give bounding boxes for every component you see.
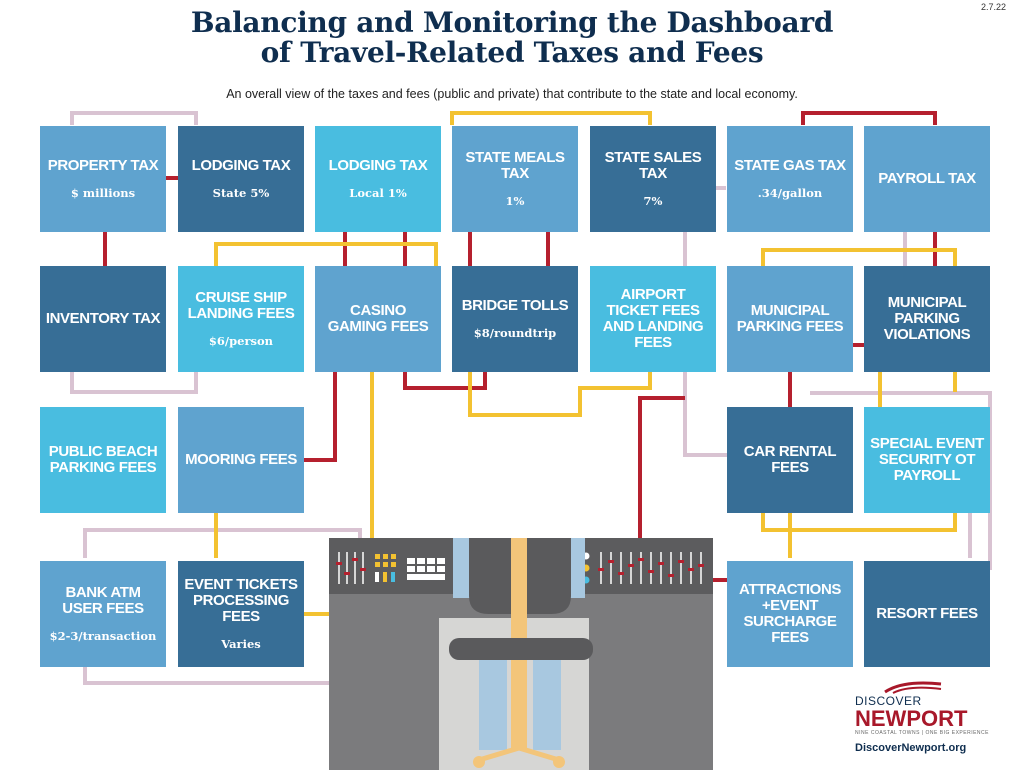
box-label: Mooring Fees [185, 451, 297, 468]
box-label: Payroll Tax [878, 170, 976, 187]
box-lodging-tax-local: Lodging Tax Local 1% [315, 126, 441, 232]
box-label: Property Tax [47, 157, 159, 174]
box-label: Inventory Tax [45, 310, 161, 327]
box-label: Resort Fees [876, 605, 978, 622]
box-value: .34/gallon [757, 186, 823, 200]
box-value: Local 1% [349, 186, 407, 200]
box-label: Municipal Parking Fees [736, 302, 844, 335]
slider-knobs-left [336, 558, 366, 575]
box-value: $8/roundtrip [473, 326, 557, 340]
box-label: Car Rental Fees [743, 443, 837, 476]
box-bank-atm-user-fees: Bank ATM User Fees $2-3/transaction [40, 561, 166, 667]
box-value: 1% [505, 194, 525, 208]
box-casino-gaming-fees: Casino Gaming Fees [315, 266, 441, 372]
box-inventory-tax: Inventory Tax [40, 266, 166, 372]
logo-newport: NEWPORT [855, 706, 968, 731]
chair-seat [449, 638, 593, 660]
indicator-lights [375, 554, 396, 582]
box-municipal-parking-fees: Municipal Parking Fees [727, 266, 853, 372]
box-airport-fees: Airport Ticket Fees and Landing Fees [590, 266, 716, 372]
box-public-beach-parking-fees: Public Beach Parking Fees [40, 407, 166, 513]
box-value: $6/person [208, 334, 274, 348]
operator-leg-right [533, 660, 561, 750]
box-value: $ millions [70, 186, 136, 200]
box-value: State 5% [212, 186, 270, 200]
flag-swoosh-icon [884, 681, 942, 694]
page-title: Balancing and Monitoring the Dashboard o… [0, 8, 1024, 68]
box-special-event-security: Special Event Security OT Payroll [864, 407, 990, 513]
box-label: Public Beach Parking Fees [48, 443, 158, 476]
logo-discover: DISCOVER [855, 694, 922, 708]
box-state-gas-tax: State Gas Tax .34/gallon [727, 126, 853, 232]
box-value: Varies [221, 637, 261, 651]
box-payroll-tax: Payroll Tax [864, 126, 990, 232]
operator-leg-left [479, 660, 507, 750]
box-value: 7% [643, 194, 663, 208]
box-label: Casino Gaming Fees [327, 302, 429, 335]
keyboard [407, 558, 445, 580]
chair-wheel-left [473, 756, 485, 768]
discover-newport-logo: DISCOVER NEWPORT NINE COASTAL TOWNS | ON… [855, 680, 1005, 754]
box-label: Airport Ticket Fees and Landing Fees [602, 286, 704, 351]
box-label: Bridge Tolls [461, 297, 569, 314]
box-label: Municipal Parking Violations [883, 294, 971, 343]
title-line-1: Balancing and Monitoring the Dashboard [190, 6, 834, 39]
red-connectors [103, 111, 937, 582]
logo-url: DiscoverNewport.org [855, 742, 967, 754]
title-line-2: of Travel-Related Taxes and Fees [260, 36, 764, 69]
logo-tagline: NINE COASTAL TOWNS | ONE BIG EXPERIENCE [855, 730, 989, 736]
box-municipal-parking-violations: Municipal Parking Violations [864, 266, 990, 372]
box-car-rental-fees: Car Rental Fees [727, 407, 853, 513]
box-attractions-event-surcharge-fees: Attractions +Event Surcharge Fees [727, 561, 853, 667]
box-property-tax: Property Tax $ millions [40, 126, 166, 232]
box-event-tickets-processing-fees: Event Tickets Processing Fees Varies [178, 561, 304, 667]
box-lodging-tax-state: Lodging Tax State 5% [178, 126, 304, 232]
yellow-connectors [214, 111, 957, 616]
box-label: State Gas Tax [734, 157, 846, 174]
box-mooring-fees: Mooring Fees [178, 407, 304, 513]
box-label: Special Event Security OT Payroll [870, 435, 984, 484]
page-subtitle: An overall view of the taxes and fees (p… [226, 87, 798, 101]
box-label: Attractions +Event Surcharge Fees [739, 581, 841, 646]
chair-base [478, 745, 560, 763]
box-label: Lodging Tax [328, 157, 428, 174]
box-bridge-tolls: Bridge Tolls $8/roundtrip [452, 266, 578, 372]
slider-knobs-right [598, 558, 704, 577]
box-label: Bank ATM User Fees [62, 584, 144, 617]
box-state-meals-tax: State Meals Tax 1% [452, 126, 578, 232]
box-label: Cruise Ship Landing Fees [187, 289, 295, 322]
box-label: State Meals Tax [465, 149, 565, 182]
chair-wheel-right [553, 756, 565, 768]
box-state-sales-tax: State Sales Tax 7% [590, 126, 716, 232]
operator-person [449, 538, 593, 768]
date-label: 2.7.22 [980, 2, 1006, 12]
control-console-illustration [329, 538, 713, 770]
box-resort-fees: Resort Fees [864, 561, 990, 667]
box-label: Lodging Tax [191, 157, 291, 174]
box-cruise-ship-landing-fees: Cruise Ship Landing Fees $6/person [178, 266, 304, 372]
box-label: Event Tickets Processing Fees [184, 576, 298, 625]
box-label: State Sales Tax [604, 149, 702, 182]
box-value: $2-3/transaction [49, 629, 157, 643]
